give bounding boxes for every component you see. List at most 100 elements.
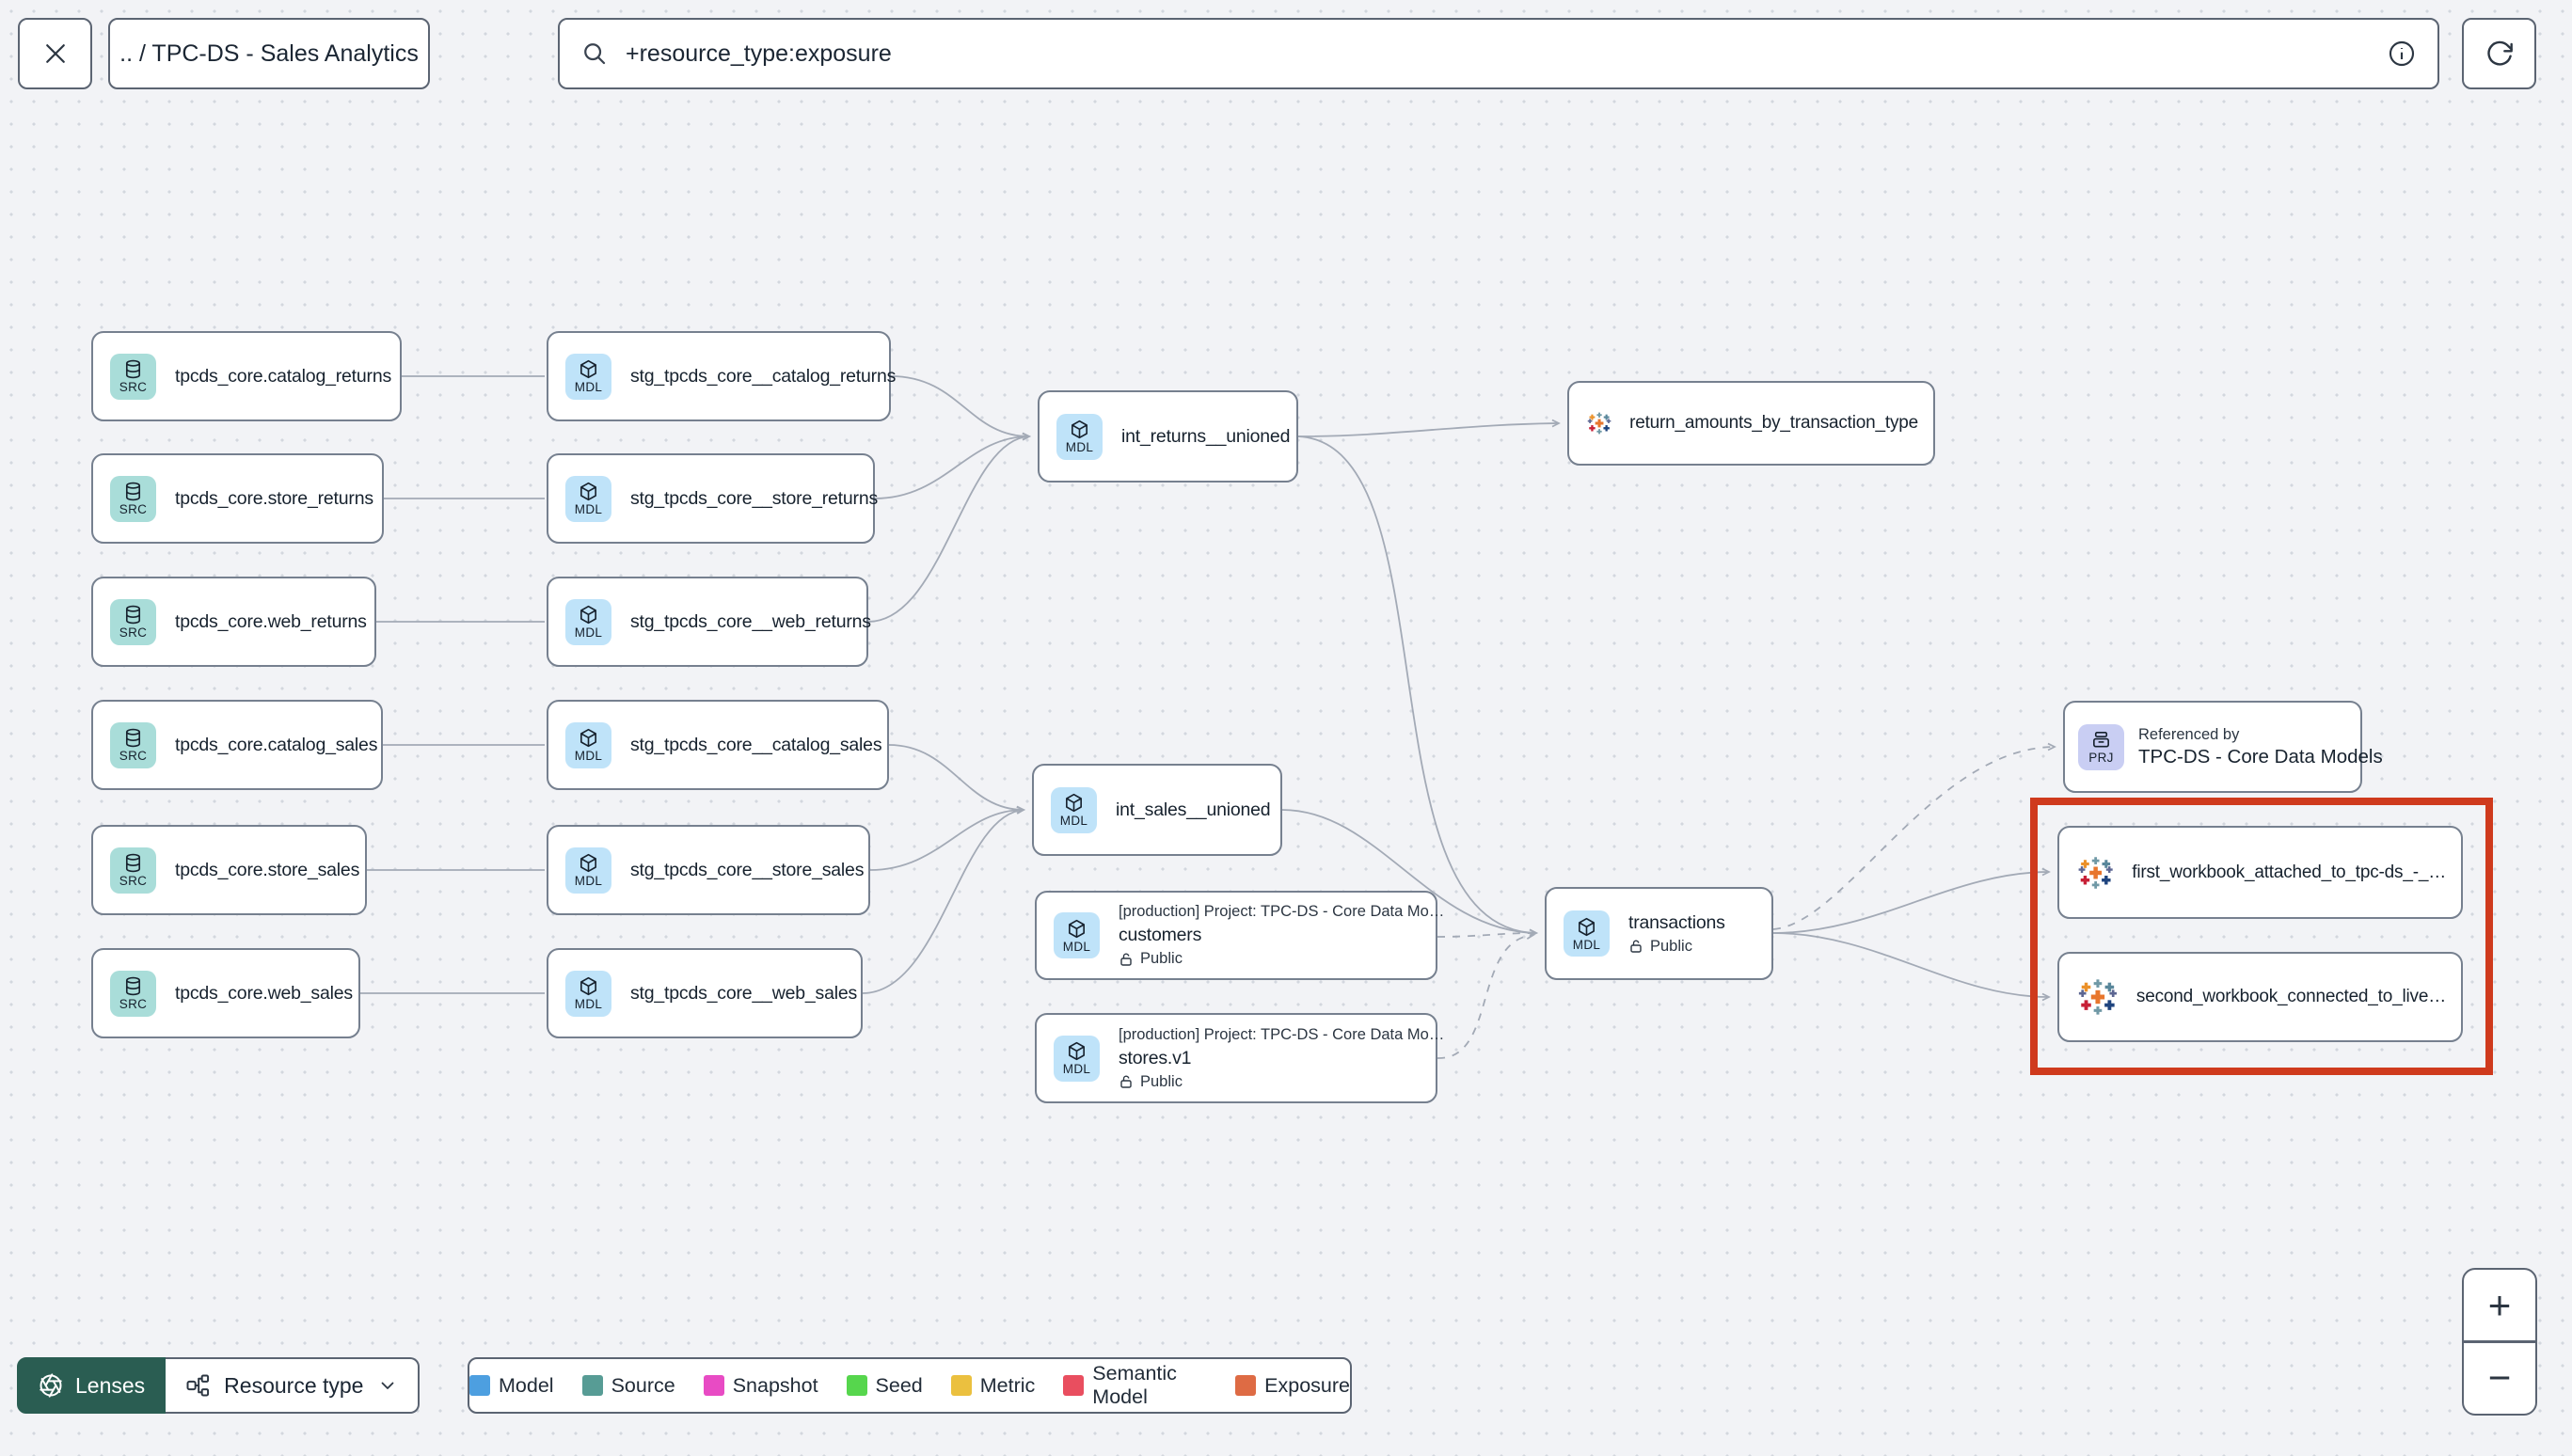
cube-icon bbox=[578, 358, 599, 380]
node-model-customers[interactable]: MDL [production] Project: TPC-DS - Core … bbox=[1035, 891, 1445, 980]
legend-swatch bbox=[846, 1375, 867, 1396]
zoom-controls: + − bbox=[2462, 1268, 2537, 1416]
node-label: tpcds_core.web_returns bbox=[175, 610, 367, 632]
cube-icon bbox=[578, 604, 599, 625]
canvas-toolbar: Lenses Resource type bbox=[17, 1357, 421, 1414]
badge-label: MDL bbox=[1062, 939, 1091, 954]
project-badge: PRJ bbox=[2078, 723, 2124, 770]
node-model-stores-v1[interactable]: MDL [production] Project: TPC-DS - Core … bbox=[1035, 1013, 1444, 1103]
node-source-tpcds-core-web-sales[interactable]: SRC tpcds_core.web_sales bbox=[91, 948, 360, 1038]
model-badge: MDL bbox=[1056, 413, 1103, 460]
lenses-button[interactable]: Lenses bbox=[17, 1357, 167, 1414]
model-badge: MDL bbox=[565, 353, 611, 400]
zoom-in-button[interactable]: + bbox=[2464, 1270, 2535, 1340]
legend-label: Exposure bbox=[1264, 1373, 1350, 1397]
zoom-divider bbox=[2464, 1340, 2535, 1343]
node-label: TPC-DS - Core Data Models bbox=[2138, 745, 2383, 768]
model-badge: MDL bbox=[565, 475, 611, 522]
node-project-referenced-by[interactable]: PRJ Referenced by TPC-DS - Core Data Mod… bbox=[2063, 701, 2383, 793]
node-label: tpcds_core.catalog_returns bbox=[175, 365, 392, 387]
node-project-label: [production] Project: TPC-DS - Core Data… bbox=[1119, 903, 1445, 920]
node-label: stg_tpcds_core__store_sales bbox=[630, 859, 865, 880]
node-source-tpcds-core-catalog-returns[interactable]: SRC tpcds_core.catalog_returns bbox=[91, 331, 402, 421]
close-button[interactable] bbox=[18, 18, 92, 89]
node-model-stg-tpcds-core-web-sales[interactable]: MDL stg_tpcds_core__web_sales bbox=[547, 948, 863, 1038]
database-icon bbox=[122, 358, 144, 380]
legend-swatch bbox=[581, 1375, 603, 1396]
node-label: tpcds_core.store_sales bbox=[175, 859, 360, 880]
cube-icon bbox=[1066, 918, 1088, 940]
breadcrumb[interactable]: .. / TPC-DS - Sales Analytics bbox=[108, 18, 430, 89]
project-icon bbox=[2090, 729, 2112, 751]
info-icon[interactable] bbox=[2387, 39, 2417, 69]
source-badge: SRC bbox=[110, 721, 156, 768]
refresh-button[interactable] bbox=[2462, 18, 2536, 89]
node-model-stg-tpcds-core-store-returns[interactable]: MDL stg_tpcds_core__store_returns bbox=[547, 453, 878, 544]
legend-item-semantic-model: Semantic Model bbox=[1063, 1362, 1207, 1409]
node-source-tpcds-core-store-returns[interactable]: SRC tpcds_core.store_returns bbox=[91, 453, 384, 544]
node-model-stg-tpcds-core-catalog-returns[interactable]: MDL stg_tpcds_core__catalog_returns bbox=[547, 331, 896, 421]
access-row: Public bbox=[1119, 1073, 1421, 1091]
node-source-tpcds-core-store-sales[interactable]: SRC tpcds_core.store_sales bbox=[91, 825, 367, 915]
legend-item-exposure: Exposure bbox=[1235, 1374, 1350, 1398]
node-model-int-sales-unioned[interactable]: MDL int_sales__unioned bbox=[1032, 764, 1282, 856]
source-badge: SRC bbox=[110, 475, 156, 522]
node-model-int-returns-unioned[interactable]: MDL int_returns__unioned bbox=[1038, 390, 1298, 483]
badge-label: SRC bbox=[119, 997, 148, 1012]
access-label: Public bbox=[1140, 1072, 1183, 1090]
badge-label: MDL bbox=[1572, 937, 1601, 952]
node-source-tpcds-core-web-returns[interactable]: SRC tpcds_core.web_returns bbox=[91, 577, 376, 667]
search-input[interactable] bbox=[624, 39, 2372, 69]
badge-label: SRC bbox=[119, 749, 148, 764]
aperture-icon bbox=[40, 1373, 62, 1398]
node-model-stg-tpcds-core-web-returns[interactable]: MDL stg_tpcds_core__web_returns bbox=[547, 577, 871, 667]
cube-icon bbox=[1069, 419, 1090, 440]
node-label: stg_tpcds_core__web_returns bbox=[630, 610, 871, 632]
node-source-tpcds-core-catalog-sales[interactable]: SRC tpcds_core.catalog_sales bbox=[91, 700, 383, 790]
database-icon bbox=[122, 975, 144, 997]
cube-icon bbox=[1576, 916, 1597, 938]
node-label: stores.v1 bbox=[1119, 1047, 1192, 1068]
node-model-stg-tpcds-core-catalog-sales[interactable]: MDL stg_tpcds_core__catalog_sales bbox=[547, 700, 889, 790]
legend-swatch bbox=[1063, 1375, 1085, 1396]
legend-swatch bbox=[950, 1375, 972, 1396]
resource-type-icon bbox=[186, 1374, 210, 1397]
database-icon bbox=[122, 481, 144, 502]
node-label: stg_tpcds_core__web_sales bbox=[630, 982, 858, 1004]
legend-swatch bbox=[703, 1375, 724, 1396]
model-badge: MDL bbox=[565, 847, 611, 894]
search-bar[interactable] bbox=[558, 18, 2439, 89]
badge-label: SRC bbox=[119, 502, 148, 517]
badge-label: MDL bbox=[574, 380, 603, 395]
referenced-by-label: Referenced by bbox=[2138, 725, 2240, 743]
legend-item-source: Source bbox=[581, 1373, 675, 1398]
legend-item-seed: Seed bbox=[846, 1374, 923, 1398]
badge-label: PRJ bbox=[2088, 751, 2114, 766]
node-exposure-first-workbook[interactable]: first_workbook_attached_to_tpc-ds_-_… bbox=[2057, 826, 2463, 919]
node-exposure-second-workbook[interactable]: second_workbook_connected_to_live… bbox=[2057, 952, 2463, 1042]
node-label: int_sales__unioned bbox=[1116, 799, 1271, 820]
legend-label: Metric bbox=[979, 1373, 1036, 1397]
node-model-stg-tpcds-core-store-sales[interactable]: MDL stg_tpcds_core__store_sales bbox=[547, 825, 870, 915]
node-label: customers bbox=[1119, 925, 1202, 945]
zoom-out-button[interactable]: − bbox=[2464, 1343, 2535, 1414]
legend-item-model: Model bbox=[469, 1374, 554, 1398]
source-badge: SRC bbox=[110, 847, 156, 894]
model-badge: MDL bbox=[565, 598, 611, 645]
resource-type-dropdown[interactable]: Resource type bbox=[166, 1357, 421, 1414]
database-icon bbox=[122, 604, 144, 625]
search-icon bbox=[584, 43, 606, 65]
node-label: first_workbook_attached_to_tpc-ds_-_… bbox=[2132, 862, 2446, 882]
close-icon bbox=[45, 44, 65, 63]
lenses-label: Lenses bbox=[75, 1372, 146, 1398]
legend-label: Source bbox=[611, 1373, 675, 1397]
badge-label: MDL bbox=[574, 874, 603, 889]
badge-label: MDL bbox=[1059, 814, 1088, 829]
node-label: tpcds_core.catalog_sales bbox=[175, 734, 378, 755]
model-badge: MDL bbox=[1564, 910, 1610, 957]
database-icon bbox=[122, 727, 144, 749]
node-label: return_amounts_by_transaction_type bbox=[1629, 413, 1918, 433]
node-model-transactions[interactable]: MDL transactions Public bbox=[1545, 887, 1773, 980]
node-exposure-return-amounts-by-transaction-type[interactable]: return_amounts_by_transaction_type bbox=[1567, 381, 1935, 466]
